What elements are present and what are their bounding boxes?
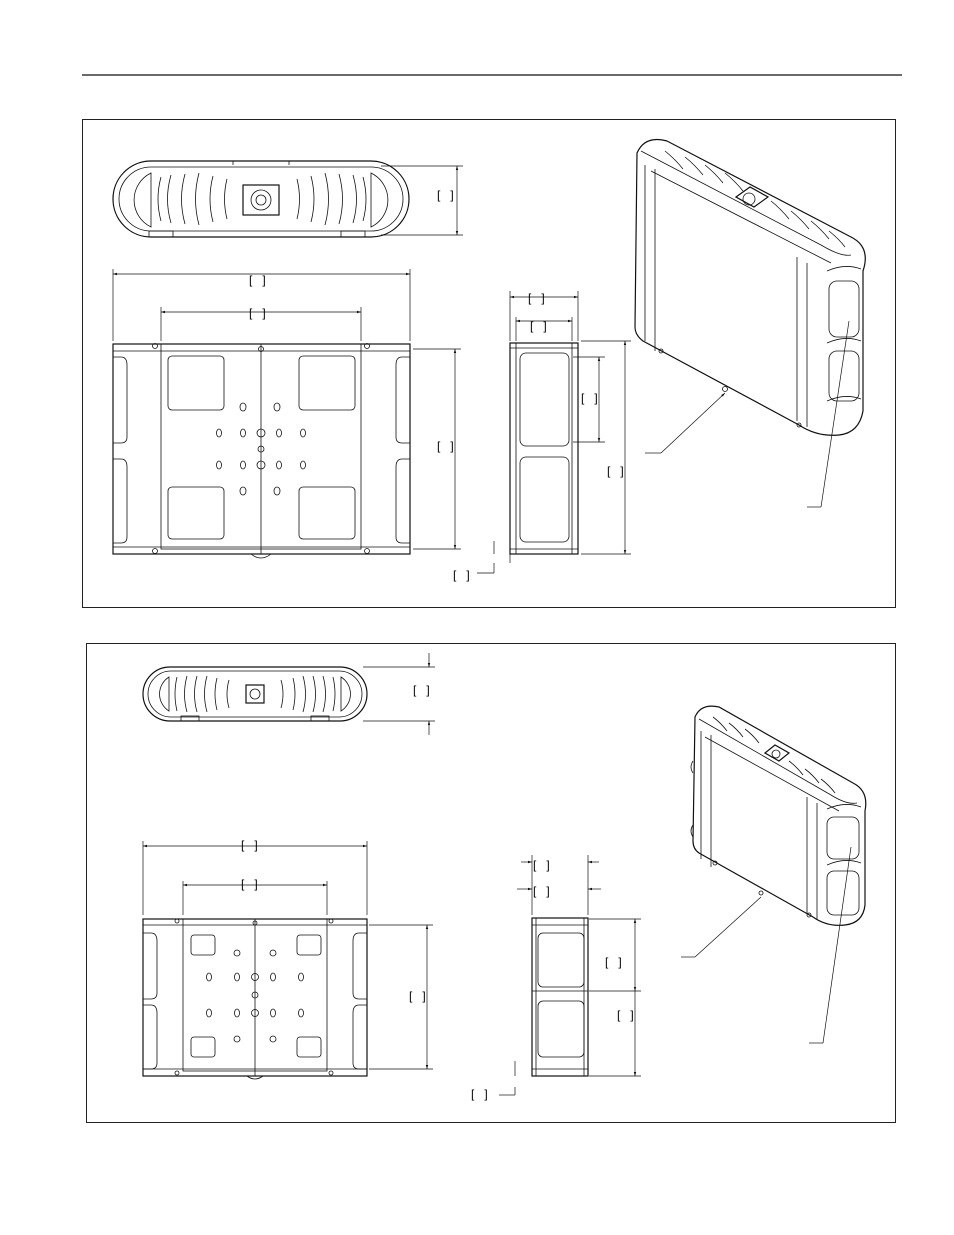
isometric-view: [690, 705, 867, 926]
front-view: [142, 918, 368, 1080]
dim-label: [ ]: [533, 858, 550, 872]
lower-figure-drawing: [142, 653, 867, 1096]
dim-label: [ ]: [241, 838, 258, 852]
dim-label: [ ]: [241, 877, 258, 891]
dim-label: [ ]: [453, 568, 470, 582]
side-view: [509, 342, 579, 555]
dim-label: [ ]: [528, 291, 545, 305]
dim-label: [ ]: [249, 306, 266, 320]
front-view: [112, 343, 411, 559]
dim-label: [ ]: [437, 439, 454, 453]
top-view: [142, 666, 368, 722]
dim-label: [ ]: [471, 1087, 488, 1101]
dim-label: [ ]: [437, 188, 454, 202]
isometric-view: [634, 138, 866, 436]
lower-figure-panel: [ ] [ ] [ ] [ ] [ ] [ ] [ ] [ ] [ ]: [86, 643, 896, 1123]
dim-label: [ ]: [533, 884, 550, 898]
dim-label: [ ]: [530, 319, 547, 333]
dim-label: [ ]: [249, 273, 266, 287]
dim-label: [ ]: [605, 955, 622, 969]
side-view: [531, 917, 589, 1077]
dim-label: [ ]: [617, 1008, 634, 1022]
dim-label: [ ]: [607, 464, 624, 478]
dim-label: [ ]: [413, 683, 430, 697]
dim-label: [ ]: [409, 989, 426, 1003]
top-view: [112, 160, 410, 238]
upper-figure-drawing: [112, 138, 866, 574]
dim-label: [ ]: [581, 391, 598, 405]
upper-figure-panel: [ ] [ ] [ ] [ ] [ ] [ ] [ ] [ ] [ ]: [82, 119, 896, 608]
